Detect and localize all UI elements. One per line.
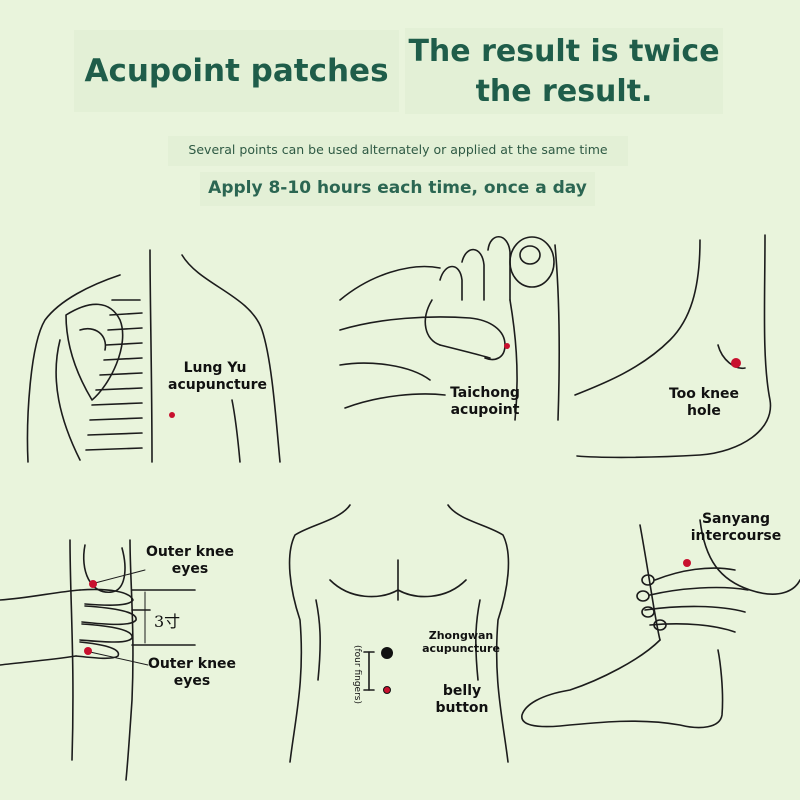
label-outer-knee-top: Outer knee eyes	[145, 544, 235, 577]
point-belly-button	[383, 686, 391, 694]
leg-illustration	[521, 519, 800, 729]
subtitle: Several points can be used alternately o…	[188, 142, 608, 157]
instruction-panel	[200, 172, 595, 206]
label-lung-yu: Lung Yu acupuncture	[168, 360, 268, 393]
point-sanyang	[683, 559, 691, 567]
measure-four-fingers: (four fingers)	[352, 645, 362, 704]
title-right-panel	[405, 28, 723, 114]
label-zhongwan: Zhongwan acupuncture	[422, 629, 500, 655]
label-belly-button: belly button	[435, 683, 489, 716]
back-illustration	[26, 249, 281, 463]
measure-three-cun: 3寸	[154, 612, 181, 631]
point-zhongwan	[381, 647, 393, 659]
label-too-knee: Too knee hole	[668, 386, 740, 419]
point-lung-yu	[169, 412, 175, 418]
instruction: Apply 8-10 hours each time, once a day	[208, 178, 587, 198]
label-taichong: Taichong acupoint	[450, 385, 520, 418]
foot-illustration	[339, 235, 561, 421]
point-outer-knee-top	[89, 580, 97, 588]
torso-illustration	[288, 504, 510, 763]
title-left-panel	[74, 30, 399, 112]
ankle-illustration	[574, 234, 772, 459]
point-outer-knee-bottom	[84, 647, 92, 655]
subtitle-panel	[168, 136, 628, 166]
title-right: The result is twice the result.	[408, 34, 720, 109]
point-taichong	[504, 343, 510, 349]
title-left: Acupoint patches	[84, 53, 389, 89]
label-sanyang: Sanyang intercourse	[690, 511, 782, 544]
knee-illustration	[0, 539, 196, 781]
point-too-knee	[731, 358, 741, 368]
label-outer-knee-bottom: Outer knee eyes	[147, 656, 237, 689]
